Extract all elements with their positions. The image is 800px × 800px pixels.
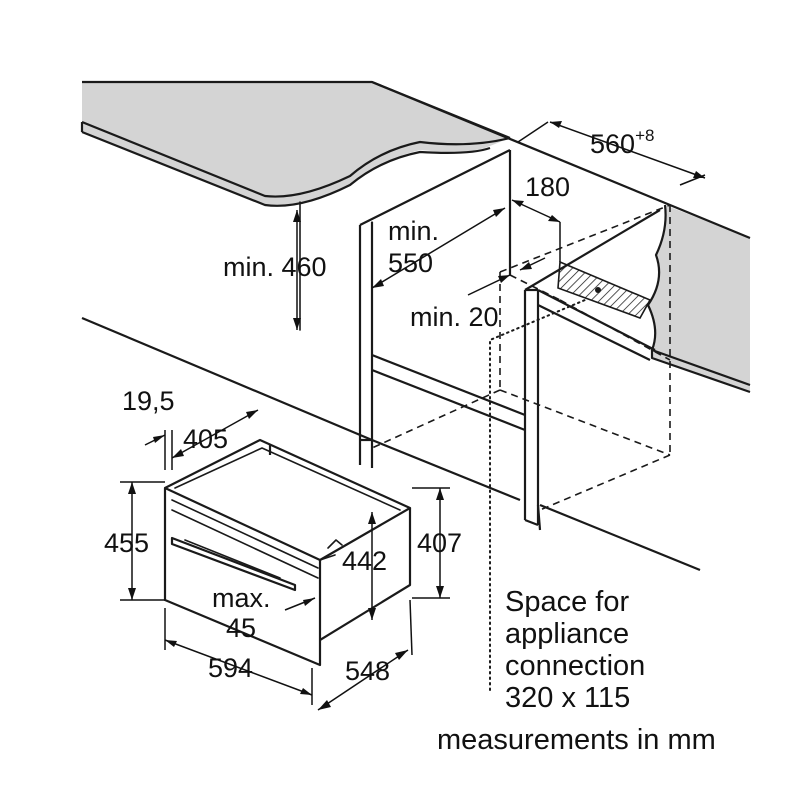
dimension-worktop-offset xyxy=(511,199,561,262)
left-worktop xyxy=(80,80,511,207)
label-niche-depth-value: 550 xyxy=(388,248,433,278)
right-worktop xyxy=(371,80,751,394)
appliance-drawing xyxy=(163,438,412,667)
label-panel-thickness: 19,5 xyxy=(122,386,175,416)
dimension-panel-thickness xyxy=(144,430,173,470)
dimension-body-depth xyxy=(171,409,259,459)
dimension-niche-width xyxy=(517,121,706,186)
dimension-front-height xyxy=(120,481,165,601)
dimension-body-height xyxy=(412,487,450,599)
label-worktop-offset: 180 xyxy=(525,172,570,202)
dimension-gap xyxy=(467,257,546,296)
label-front-protrusion-value: 45 xyxy=(226,613,256,643)
note-connection-line2: appliance xyxy=(505,618,629,650)
label-niche-depth-min: min. xyxy=(388,216,439,246)
dimension-body-width xyxy=(317,599,413,711)
note-connection-line3: connection xyxy=(505,650,645,682)
dimension-inner-height xyxy=(368,512,376,620)
cabinet-niche xyxy=(81,149,701,572)
note-connection-line4: 320 x 115 xyxy=(505,682,630,714)
dimension-niche-depth xyxy=(371,207,506,289)
dimension-front-protrusion xyxy=(284,597,316,611)
note-connection-line1: Space for xyxy=(505,586,629,618)
label-body-width: 548 xyxy=(345,656,390,686)
label-front-protrusion-max: max. xyxy=(212,583,271,613)
label-niche-height: min. 460 xyxy=(223,252,327,282)
label-inner-height: 442 xyxy=(342,546,387,576)
connection-area xyxy=(557,260,652,319)
label-front-width: 594 xyxy=(208,653,253,683)
dimension-front-width xyxy=(164,608,313,705)
dashed-appliance-outline xyxy=(371,204,671,511)
label-niche-width: 560+8 xyxy=(590,126,654,159)
note-units: measurements in mm xyxy=(437,724,716,756)
dimension-niche-height xyxy=(293,210,301,330)
label-gap-min: min. 20 xyxy=(410,302,499,332)
label-front-height: 455 xyxy=(104,528,149,558)
label-body-depth: 405 xyxy=(183,424,228,454)
connection-leader xyxy=(489,299,586,691)
label-body-height: 407 xyxy=(417,528,462,558)
